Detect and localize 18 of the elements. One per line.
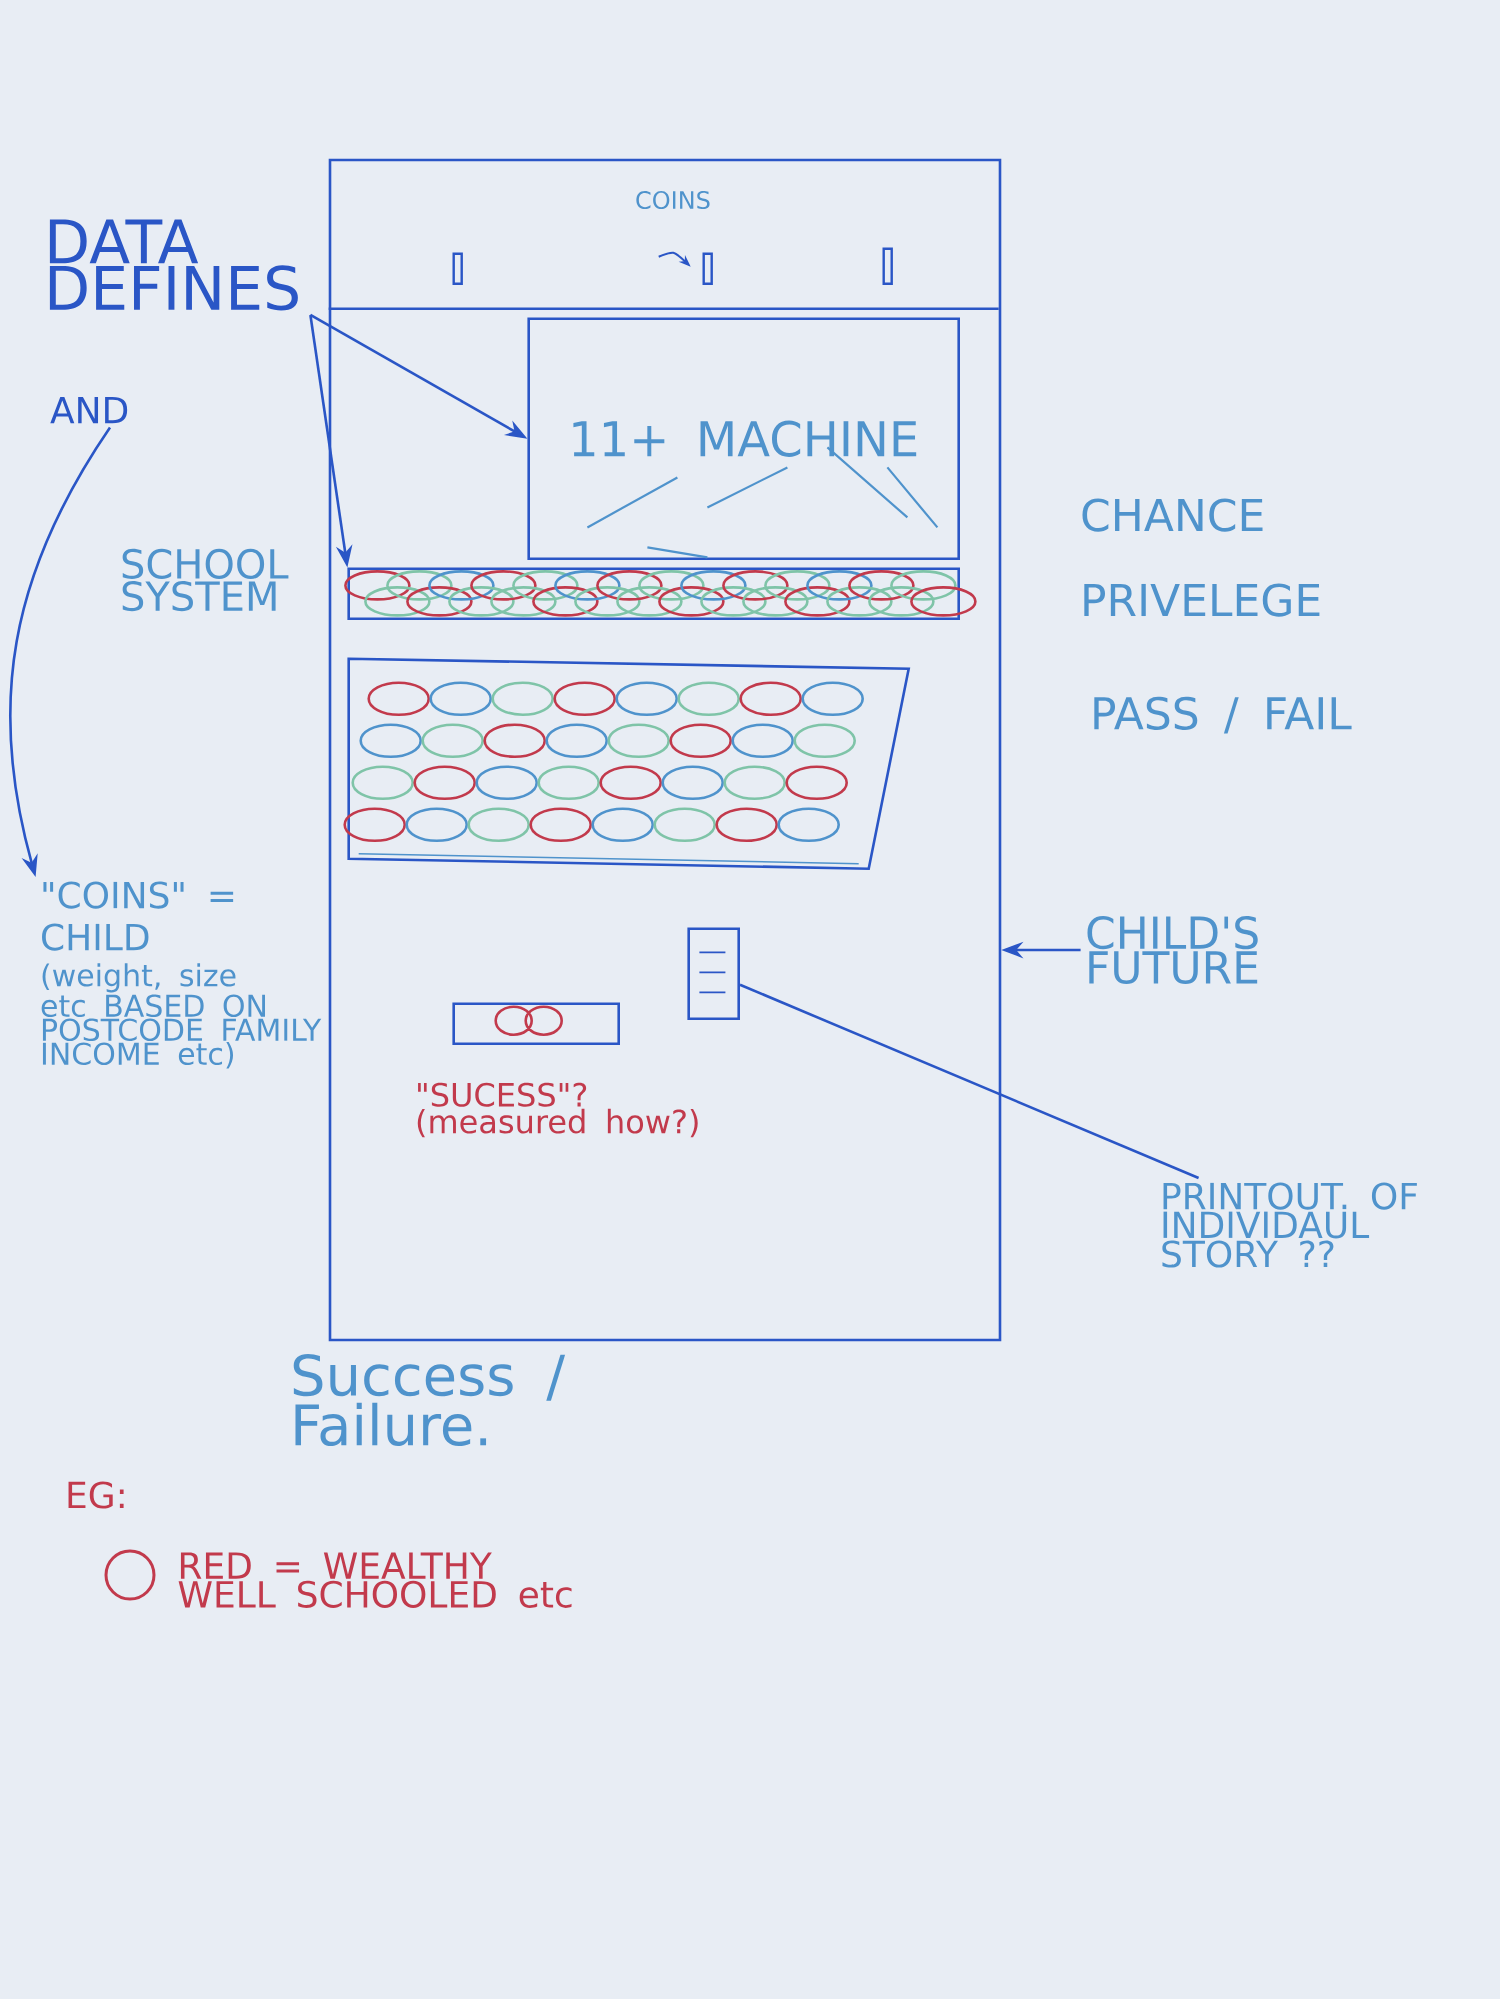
- machine-cabinet: [328, 158, 1002, 1342]
- note-text: PASS / FAIL: [1094, 696, 1352, 734]
- note-text: SCHOOL SYSTEM: [122, 548, 289, 612]
- note-text: EG:: [68, 1481, 124, 1509]
- printout-slip: [687, 927, 740, 1020]
- heading-text: DATA DEFINES: [49, 219, 298, 311]
- panel-label: COINS: [636, 190, 710, 210]
- caption-text: Success / Failure.: [293, 1353, 566, 1447]
- note-text: CHILD'S FUTURE: [1087, 916, 1258, 984]
- note-text: CHANCE: [1082, 498, 1263, 532]
- machine-screen: 11+ MACHINE: [527, 317, 960, 560]
- note-text: PRIVELEGE: [1084, 583, 1320, 617]
- legend-text: RED = WEALTHY WELL SCHOOLED etc: [178, 1552, 572, 1608]
- note-text: AND: [50, 396, 128, 424]
- note-text: PRINTOUT. OF INDIVIDAUL STORY ??: [1162, 1182, 1417, 1268]
- note-text: "COINS" = CHILD (weight, size etc BASED ON POSTCODE FAMILY INCOME etc): [41, 881, 322, 1069]
- note-text: "SUCESS"? (measured how?): [417, 1082, 698, 1138]
- leader-line: [739, 983, 1200, 1180]
